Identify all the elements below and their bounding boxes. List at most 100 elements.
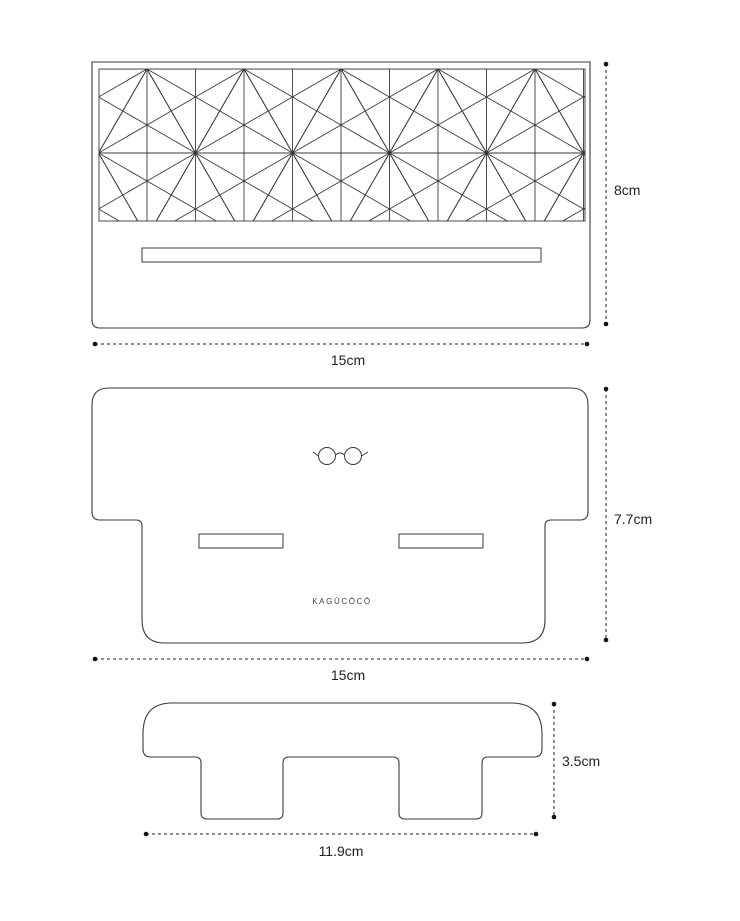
- pattern-line: [681, 27, 705, 41]
- pattern-line: [656, 27, 680, 41]
- pattern-line: [510, 180, 536, 196]
- pattern-line: [608, 13, 632, 27]
- pattern-line: [0, 293, 2, 321]
- pattern-line: [0, 153, 2, 181]
- pattern-line: [2, 237, 51, 321]
- pattern-line: [583, 208, 585, 211]
- pattern-line: [729, 69, 740, 153]
- pattern-line: [0, 0, 2, 69]
- pattern-line: [464, 208, 487, 221]
- pattern-line: [50, 209, 99, 237]
- pattern-line: [608, 279, 632, 293]
- pattern-line: [632, 69, 681, 153]
- pattern-line: [486, 69, 536, 98]
- pattern-line: [535, 69, 536, 70]
- pattern-line: [510, 110, 536, 126]
- pattern-line: [486, 194, 512, 210]
- base-panel-height-label: 7.7cm: [614, 511, 652, 527]
- pattern-line: [74, 27, 98, 41]
- pattern-line: [365, 194, 390, 210]
- pattern-line: [50, 0, 99, 69]
- pattern-line: [50, 181, 74, 195]
- pattern-line: [729, 209, 740, 237]
- pattern-line: [534, 69, 584, 98]
- pattern-line: [317, 13, 341, 27]
- pattern-line: [292, 194, 318, 210]
- pattern-line: [147, 69, 148, 70]
- front-panel-height-label: 8cm: [614, 182, 640, 198]
- pattern-line: [50, 237, 99, 265]
- pattern-line: [122, 180, 148, 196]
- pattern-line: [681, 41, 730, 69]
- pattern-line: [534, 124, 584, 154]
- pattern-line: [561, 208, 584, 221]
- pattern-line: [220, 13, 244, 27]
- pattern-line: [632, 0, 681, 13]
- pattern-line: [438, 13, 462, 27]
- pattern-line: [632, 41, 681, 69]
- pattern-line: [437, 69, 438, 70]
- pattern-line: [243, 110, 269, 126]
- pattern-line: [462, 27, 486, 41]
- pattern-line: [171, 194, 196, 210]
- pattern-line: [2, 195, 26, 209]
- pattern-line: [583, 151, 585, 154]
- pattern-line: [173, 208, 196, 221]
- support-piece-height-dimension: 3.5cm: [551, 701, 600, 820]
- pattern-line: [195, 69, 245, 154]
- pattern-line: [705, 13, 729, 27]
- pattern-line: [147, 13, 171, 27]
- pattern-line: [195, 69, 245, 98]
- pattern-line: [26, 181, 50, 195]
- pattern-line: [50, 13, 74, 27]
- pattern-line: [729, 0, 740, 69]
- pattern-line: [243, 180, 269, 196]
- pattern-line: [316, 180, 342, 196]
- pattern-line: [50, 153, 99, 181]
- pattern-line: [534, 152, 584, 182]
- pattern-line: [681, 293, 730, 321]
- pattern-line: [2, 97, 26, 111]
- pattern-line: [681, 237, 730, 321]
- pattern-line: [438, 69, 439, 70]
- pattern-line: [681, 0, 730, 13]
- pattern-line: [0, 41, 2, 69]
- pattern-line: [0, 97, 2, 111]
- base-panel-height-dimension: 7.7cm: [603, 386, 652, 643]
- pattern-line: [0, 69, 2, 153]
- support-piece-width-label: 11.9cm: [319, 843, 364, 859]
- pattern-line: [50, 69, 99, 153]
- pattern-line: [367, 208, 390, 221]
- pattern-line: [252, 152, 293, 221]
- pattern-line: [729, 41, 740, 69]
- pattern-line: [99, 152, 148, 182]
- pattern-line: [438, 0, 487, 13]
- pattern-line: [414, 13, 438, 27]
- pattern-line: [2, 209, 51, 237]
- pattern-line: [0, 69, 2, 97]
- pattern-line: [413, 180, 439, 196]
- pattern-line: [243, 124, 293, 154]
- pattern-line: [632, 153, 681, 181]
- pattern-line: [219, 180, 245, 196]
- pattern-line: [340, 110, 366, 126]
- pattern-line: [632, 209, 681, 237]
- pattern-line: [99, 124, 148, 154]
- pattern-line: [50, 111, 74, 125]
- pattern-line: [50, 41, 99, 69]
- pattern-line: [195, 124, 245, 154]
- pattern-line: [340, 180, 366, 196]
- pattern-line: [341, 0, 390, 13]
- pattern-line: [729, 125, 740, 153]
- pattern-line: [2, 0, 51, 69]
- pattern-line: [146, 180, 172, 196]
- pattern-line: [437, 69, 487, 98]
- pattern-line: [268, 96, 293, 112]
- pattern-line: [99, 194, 124, 210]
- pattern-line: [171, 96, 196, 112]
- pattern-line: [365, 96, 390, 112]
- pattern-line: [632, 237, 681, 321]
- pattern-line: [729, 13, 740, 27]
- pattern-line: [195, 194, 221, 210]
- pattern-line: [632, 69, 681, 97]
